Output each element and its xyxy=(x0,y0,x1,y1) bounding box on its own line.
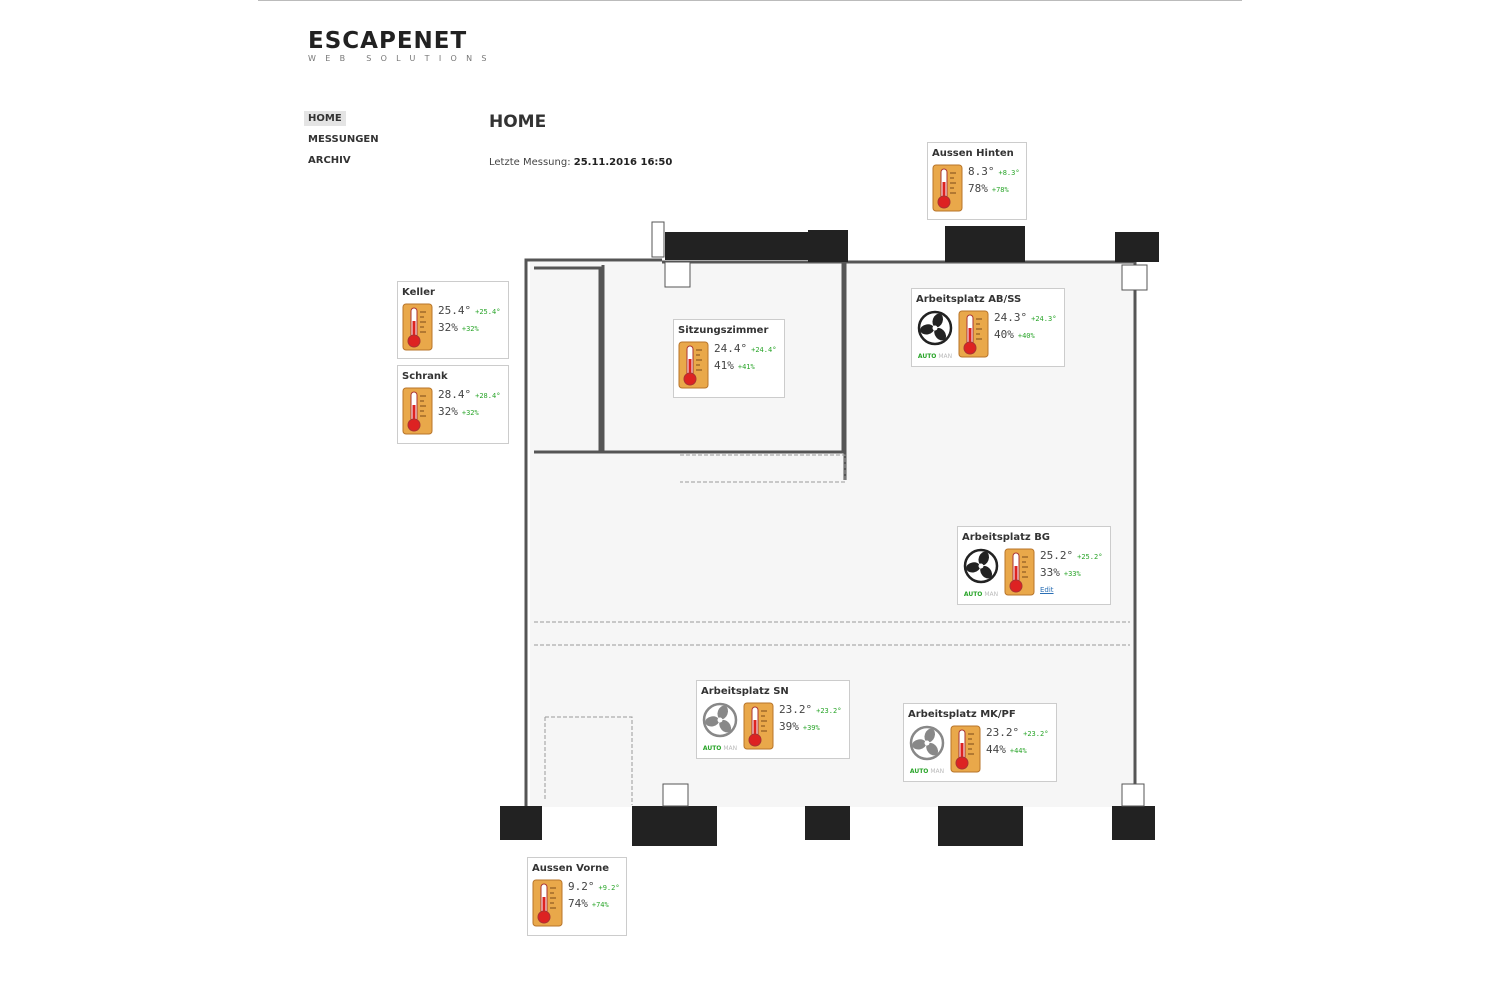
temperature-delta: +9.2° xyxy=(598,884,620,892)
fan-control: AUTO MAN xyxy=(701,702,739,752)
humidity-value: 32% xyxy=(438,321,458,334)
sensor-card: Arbeitsplatz BG AUTO MAN 25.2°+25.2° 33%+33… xyxy=(957,526,1111,605)
fan-icon[interactable] xyxy=(702,702,738,742)
fan-mode-auto[interactable]: AUTO xyxy=(909,768,929,775)
thermometer-icon xyxy=(950,725,981,773)
temperature-delta: +24.3° xyxy=(1031,315,1057,323)
humidity-delta: +32% xyxy=(461,325,479,333)
fan-mode-auto[interactable]: AUTO xyxy=(963,591,983,598)
temperature-delta: +24.4° xyxy=(751,346,777,354)
sensor-name: Keller xyxy=(402,287,435,298)
thermometer-icon xyxy=(402,387,433,435)
humidity-delta: +40% xyxy=(1017,332,1035,340)
fan-mode-man[interactable]: MAN xyxy=(938,353,953,360)
humidity-value: 44% xyxy=(986,743,1006,756)
temperature-delta: +28.4° xyxy=(475,392,501,400)
last-measurement-label: Letzte Messung: xyxy=(489,157,571,168)
temperature-delta: +8.3° xyxy=(998,169,1020,177)
logo[interactable]: ESCAPENET WEB SOLUTIONS xyxy=(308,28,496,64)
temperature-value: 24.3° xyxy=(994,311,1028,324)
last-measurement-value: 25.11.2016 16:50 xyxy=(573,157,673,168)
sensor-card: Arbeitsplatz AB/SS AUTO MAN 24.3°+24.3° 40%… xyxy=(911,288,1065,367)
fan-control: AUTO MAN xyxy=(916,310,954,360)
sensor-name: Schrank xyxy=(402,371,448,382)
humidity-delta: +74% xyxy=(591,901,609,909)
humidity-value: 78% xyxy=(968,182,988,195)
thermometer-icon xyxy=(1004,548,1035,596)
sensor-name: Arbeitsplatz SN xyxy=(701,686,789,697)
fan-icon[interactable] xyxy=(909,725,945,765)
nav-item-messungen[interactable]: MESSUNGEN xyxy=(308,134,379,145)
top-divider xyxy=(258,0,1242,1)
humidity-delta: +78% xyxy=(991,186,1009,194)
humidity-delta: +39% xyxy=(802,724,820,732)
fan-icon[interactable] xyxy=(963,548,999,588)
sensor-name: Aussen Vorne xyxy=(532,863,610,874)
temperature-value: 23.2° xyxy=(779,703,813,716)
sensor-name: Arbeitsplatz AB/SS xyxy=(916,294,1022,305)
sensor-name: Arbeitsplatz MK/PF xyxy=(908,709,1016,720)
humidity-value: 33% xyxy=(1040,566,1060,579)
sensor-card: Arbeitsplatz SN AUTO MAN 23.2°+23.2° 39%+39… xyxy=(696,680,850,759)
temperature-delta: +25.4° xyxy=(475,308,501,316)
fan-mode-auto[interactable]: AUTO xyxy=(702,745,722,752)
fan-control: AUTO MAN xyxy=(908,725,946,775)
fan-mode-auto[interactable]: AUTO xyxy=(917,353,937,360)
humidity-value: 40% xyxy=(994,328,1014,341)
humidity-delta: +33% xyxy=(1063,570,1081,578)
temperature-value: 8.3° xyxy=(968,165,995,178)
humidity-value: 41% xyxy=(714,359,734,372)
temperature-delta: +25.2° xyxy=(1077,553,1103,561)
temperature-value: 23.2° xyxy=(986,726,1020,739)
nav-item-home[interactable]: HOME xyxy=(304,111,346,126)
thermometer-icon xyxy=(743,702,774,750)
logo-brand: ESCAPENET xyxy=(308,28,468,54)
last-measurement: Letzte Messung: 25.11.2016 16:50 xyxy=(489,157,672,168)
thermometer-icon xyxy=(532,879,563,927)
temperature-delta: +23.2° xyxy=(1023,730,1049,738)
logo-subtitle: WEB SOLUTIONS xyxy=(308,54,496,63)
sensor-card: Aussen Hinten 8.3°+8.3° 78%+78% xyxy=(927,142,1027,220)
temperature-value: 9.2° xyxy=(568,880,595,893)
sensor-name: Arbeitsplatz BG xyxy=(962,532,1051,543)
fan-control: AUTO MAN xyxy=(962,548,1000,598)
sensor-name: Sitzungszimmer xyxy=(678,325,769,336)
thermometer-icon xyxy=(678,341,709,389)
fan-icon[interactable] xyxy=(917,310,953,350)
temperature-value: 25.4° xyxy=(438,304,472,317)
sensor-card: Sitzungszimmer 24.4°+24.4° 41%+41% xyxy=(673,319,785,398)
sensor-card: Schrank 28.4°+28.4° 32%+32% xyxy=(397,365,509,444)
thermometer-icon xyxy=(932,164,963,212)
edit-link[interactable]: Edit xyxy=(1040,586,1054,594)
main-nav: HOME MESSUNGEN ARCHIV xyxy=(304,111,383,174)
humidity-value: 39% xyxy=(779,720,799,733)
humidity-delta: +44% xyxy=(1009,747,1027,755)
humidity-value: 32% xyxy=(438,405,458,418)
thermometer-icon xyxy=(958,310,989,358)
temperature-value: 25.2° xyxy=(1040,549,1074,562)
fan-mode-man[interactable]: MAN xyxy=(930,768,945,775)
temperature-value: 24.4° xyxy=(714,342,748,355)
sensor-card: Arbeitsplatz MK/PF AUTO MAN 23.2°+23.2° 44%… xyxy=(903,703,1057,782)
fan-mode-man[interactable]: MAN xyxy=(984,591,999,598)
humidity-delta: +32% xyxy=(461,409,479,417)
temperature-delta: +23.2° xyxy=(816,707,842,715)
sensor-card: Aussen Vorne 9.2°+9.2° 74%+74% xyxy=(527,857,627,936)
thermometer-icon xyxy=(402,303,433,351)
nav-item-archiv[interactable]: ARCHIV xyxy=(308,155,351,166)
sensor-name: Aussen Hinten xyxy=(932,148,1014,159)
page-title: HOME xyxy=(489,112,547,132)
fan-mode-man[interactable]: MAN xyxy=(723,745,738,752)
humidity-delta: +41% xyxy=(737,363,755,371)
humidity-value: 74% xyxy=(568,897,588,910)
temperature-value: 28.4° xyxy=(438,388,472,401)
